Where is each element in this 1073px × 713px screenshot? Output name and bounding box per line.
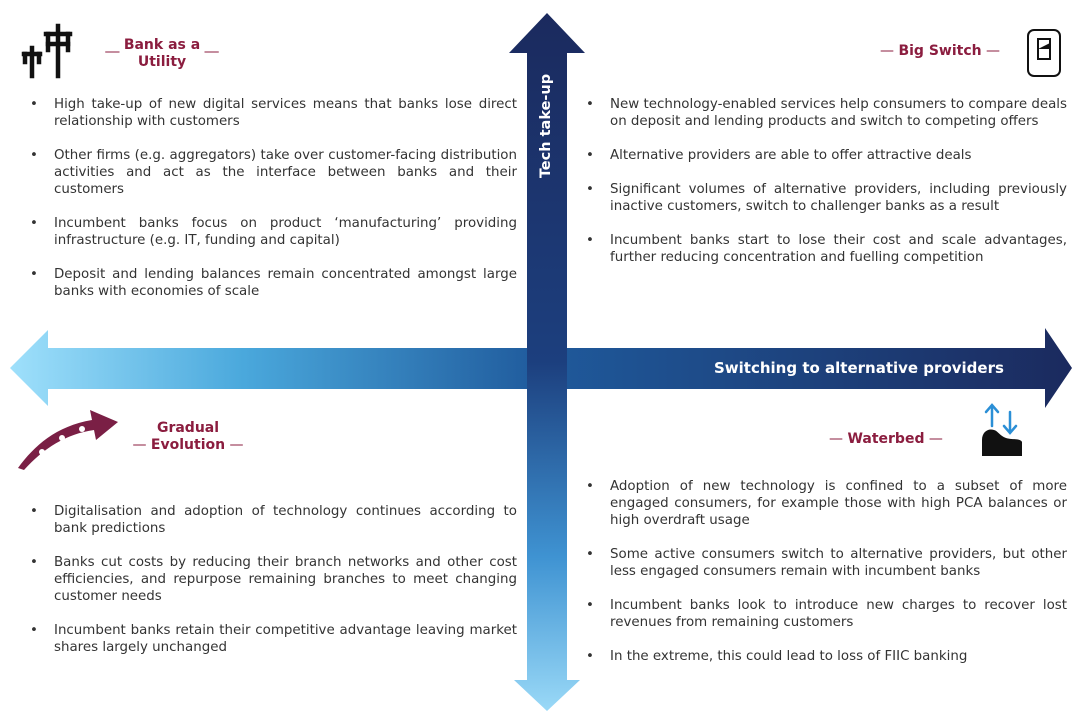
- gradual-evolution-bullets: Digitalisation and adoption of technolog…: [28, 503, 517, 673]
- list-item: Incumbent banks focus on product ‘manufa…: [28, 215, 517, 249]
- bank-as-utility-title: __ Bank as a __ Utility: [105, 37, 219, 70]
- rising-arrow-icon: [14, 402, 120, 472]
- gradual-evolution-title: Gradual — Evolution —: [132, 420, 244, 453]
- list-item: Deposit and lending balances remain conc…: [28, 266, 517, 300]
- list-item: Banks cut costs by reducing their branch…: [28, 554, 517, 605]
- big-switch-title: — Big Switch —: [880, 43, 1001, 59]
- list-item: Incumbent banks start to lose their cost…: [584, 232, 1067, 266]
- horizontal-axis-label: Switching to alternative providers: [714, 359, 1004, 377]
- list-item: New technology-enabled services help con…: [584, 96, 1067, 130]
- bank-as-utility-bullets: High take-up of new digital services mea…: [28, 96, 517, 317]
- list-item: In the extreme, this could lead to loss …: [584, 648, 1067, 665]
- list-item: Incumbent banks retain their competitive…: [28, 622, 517, 656]
- utility-pylon-icon: [18, 18, 78, 80]
- list-item: Adoption of new technology is confined t…: [584, 478, 1067, 529]
- list-item: Digitalisation and adoption of technolog…: [28, 503, 517, 537]
- list-item: Other firms (e.g. aggregators) take over…: [28, 147, 517, 198]
- list-item: Some active consumers switch to alternat…: [584, 546, 1067, 580]
- waterbed-title: — Waterbed —: [829, 431, 943, 447]
- big-switch-bullets: New technology-enabled services help con…: [584, 96, 1067, 283]
- vertical-axis-arrow: [509, 13, 585, 711]
- waterbed-icon: [978, 400, 1026, 458]
- list-item: Significant volumes of alternative provi…: [584, 181, 1067, 215]
- waterbed-bullets: Adoption of new technology is confined t…: [584, 478, 1067, 682]
- list-item: High take-up of new digital services mea…: [28, 96, 517, 130]
- switch-icon: [1025, 27, 1063, 79]
- vertical-axis-label: Tech take-up: [538, 73, 554, 179]
- list-item: Alternative providers are able to offer …: [584, 147, 1067, 164]
- list-item: Incumbent banks look to introduce new ch…: [584, 597, 1067, 631]
